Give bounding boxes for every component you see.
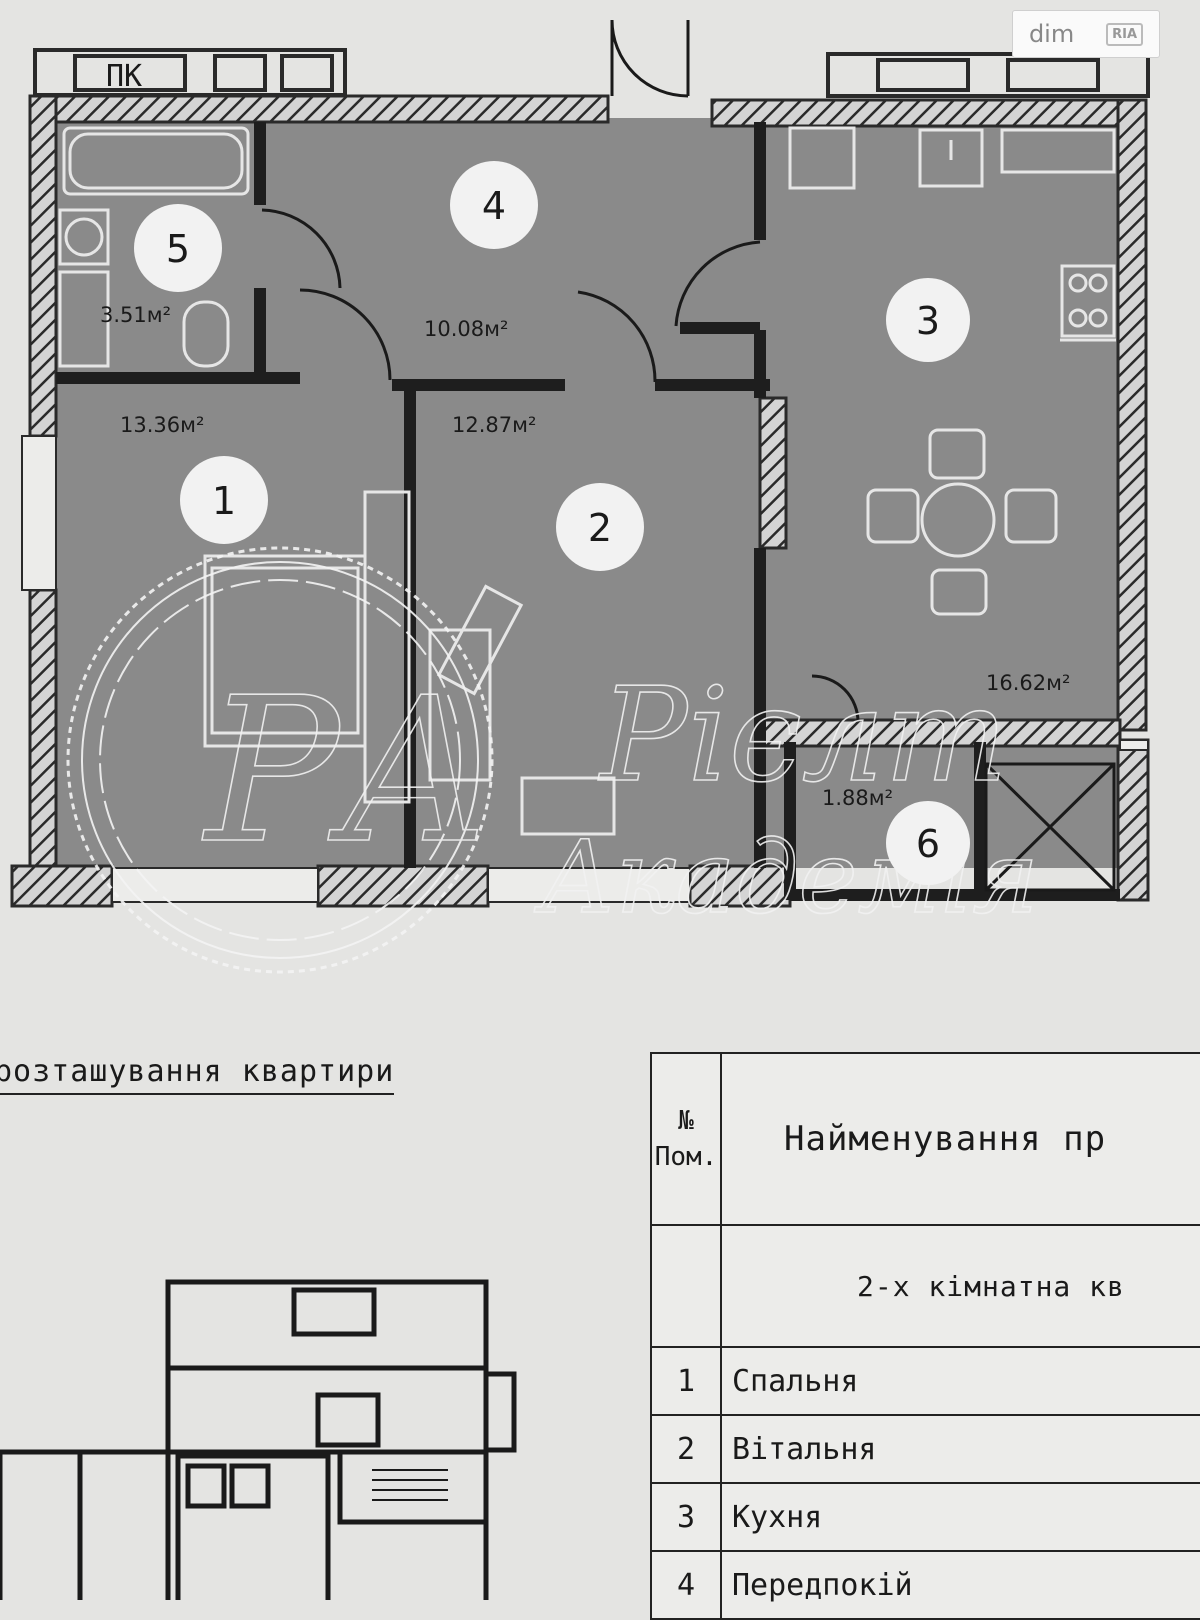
room-area-6: 1.88м² — [822, 786, 893, 810]
kitchen-fixtures — [788, 126, 1116, 616]
table-type-row: 2-х кімнатна кв — [650, 1224, 1200, 1348]
apartment-type: 2-х кімнатна кв — [720, 1224, 1200, 1348]
room-area-3: 16.62м² — [986, 671, 1070, 695]
watermark-line1: Рієлт — [598, 659, 1008, 811]
room-marker-4: 4 — [450, 161, 538, 249]
bathroom-fixtures — [58, 126, 250, 368]
table-header-row: № Пом. Найменування пр — [650, 1052, 1200, 1226]
table-row: 4 Передпокій — [650, 1550, 1200, 1620]
room-number-5: 5 — [166, 227, 190, 271]
watermark: РА Рієлт Академія — [66, 546, 1040, 974]
room-number-6: 6 — [916, 822, 940, 866]
logo-text: dim — [1028, 20, 1075, 48]
room-area-1: 13.36м² — [120, 413, 204, 437]
table-row: 1 Спальня — [650, 1346, 1200, 1416]
row-name: Передпокій — [720, 1550, 1200, 1620]
room-area-2: 12.87м² — [452, 413, 536, 437]
location-mini-plan — [0, 1279, 517, 1600]
room-number-2: 2 — [588, 506, 612, 550]
room-number-4: 4 — [482, 184, 506, 228]
room-markers: 1 2 3 4 5 6 — [134, 161, 970, 885]
location-caption: розташування квартири — [0, 1054, 395, 1095]
room-area-5: 3.51м² — [100, 303, 171, 327]
room-marker-6: 6 — [886, 801, 970, 885]
row-name: Вітальня — [720, 1414, 1200, 1484]
row-name: Кухня — [720, 1482, 1200, 1552]
room-number-3: 3 — [916, 299, 940, 343]
table-row: 3 Кухня — [650, 1482, 1200, 1552]
table-row: 2 Вітальня — [650, 1414, 1200, 1484]
row-name: Спальня — [720, 1346, 1200, 1416]
shaft-label: ПК — [106, 59, 142, 94]
room-marker-5: 5 — [134, 204, 222, 292]
table-header-number: № Пом. — [650, 1052, 722, 1226]
door-swings — [261, 19, 860, 723]
row-number: 1 — [650, 1346, 722, 1416]
table-type-num-cell — [650, 1224, 722, 1348]
room-marker-1: 1 — [180, 456, 268, 544]
rooms-table: № Пом. Найменування пр 2-х кімнатна кв 1… — [650, 1052, 1200, 1620]
row-number: 4 — [650, 1550, 722, 1620]
table-header-name: Найменування пр — [720, 1052, 1200, 1226]
row-number: 3 — [650, 1482, 722, 1552]
room-marker-2: 2 — [556, 483, 644, 571]
room-furniture — [203, 490, 616, 836]
storage-closet — [984, 762, 1116, 892]
header-num-symbol: № — [678, 1105, 694, 1136]
room-number-1: 1 — [212, 479, 236, 523]
dim-ria-logo: dim RIA — [1012, 10, 1160, 58]
top-boxes — [33, 48, 1150, 98]
watermark-monogram: РА — [201, 655, 491, 888]
room-marker-3: 3 — [886, 278, 970, 362]
windows — [21, 435, 1149, 903]
area-labels: 13.36м² 12.87м² 16.62м² 10.08м² 3.51м² 1… — [100, 303, 1070, 810]
logo-badge: RIA — [1106, 22, 1144, 46]
room-area-4: 10.08м² — [424, 317, 508, 341]
header-num-label: Пом. — [654, 1142, 718, 1172]
row-number: 2 — [650, 1414, 722, 1484]
exterior-walls — [10, 94, 1150, 908]
